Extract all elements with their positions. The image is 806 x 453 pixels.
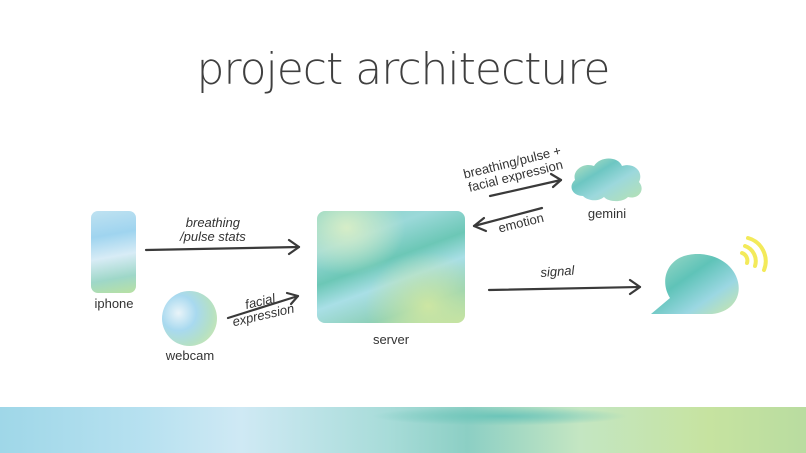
server-node <box>317 211 465 323</box>
footer-gradient-band <box>0 407 806 453</box>
webcam-node <box>162 291 217 346</box>
iphone-edge-label: breathing /pulse stats <box>180 216 246 244</box>
diagram-canvas <box>144 158 768 320</box>
server-to-output-arrow <box>487 278 642 296</box>
gemini-cloud-icon <box>571 158 642 202</box>
iphone-label: iphone <box>94 296 134 311</box>
speech-bubble-icon <box>651 254 739 314</box>
page-title: project architecture <box>196 44 611 95</box>
gemini-label: gemini <box>587 206 627 221</box>
webcam-to-server-arrow <box>226 291 300 320</box>
iphone-node <box>91 211 136 293</box>
webcam-label: webcam <box>165 348 215 363</box>
server-label: server <box>372 332 410 347</box>
iphone-edge-label-line-2: /pulse stats <box>180 229 246 244</box>
iphone-edge-label-line-1: breathing <box>185 215 240 230</box>
wifi-signal-icon <box>740 236 768 272</box>
gemini-to-server-arrow <box>472 206 544 233</box>
server-to-gemini-arrow <box>488 172 563 198</box>
iphone-to-server-arrow <box>144 238 301 256</box>
